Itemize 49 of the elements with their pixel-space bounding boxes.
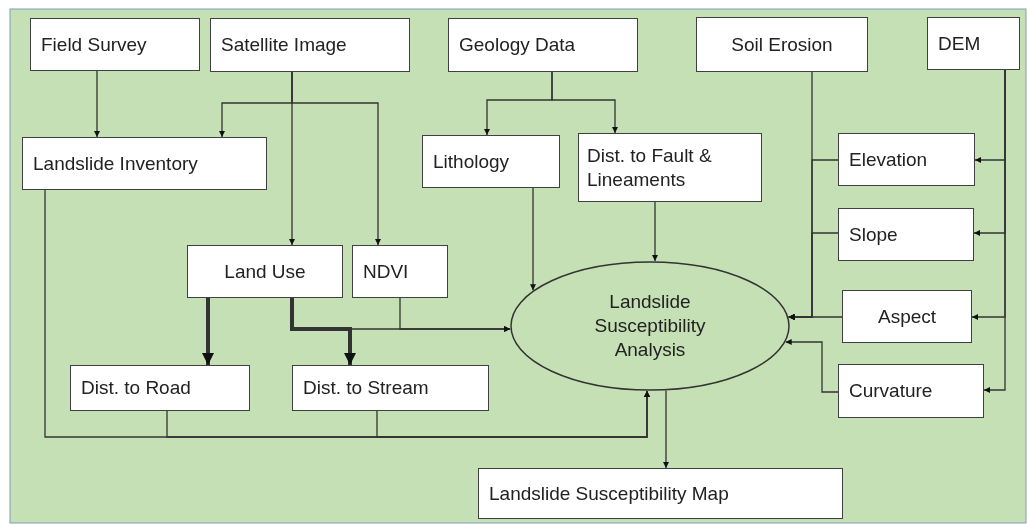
process-box [927,17,1020,70]
process-box [22,137,267,190]
process-box [578,133,762,202]
process-box [422,135,560,188]
node-label: Satellite Image [221,33,347,57]
node-label: Geology Data [459,33,576,57]
arrow [399,297,511,332]
arrow [652,201,658,262]
node-label: Land Use [224,259,306,284]
process-box [842,290,972,343]
node-label: Landslide Susceptibility Analysis [593,290,707,362]
arrow [291,71,381,246]
node-label: Aspect [877,304,937,329]
node-label: Lithology [433,149,510,174]
node-label: Curvature [849,379,933,403]
node-label: Slope [849,222,898,247]
node-label: Dist. to Fault & Lineaments [587,143,713,192]
process-ellipse [510,261,790,391]
node-label: Elevation [849,147,928,172]
process-box [696,17,868,72]
process-box [448,18,638,72]
node-label: Soil Erosion [731,32,833,57]
process-box [30,18,200,71]
arrow [983,69,1006,393]
node-label: NDVI [363,259,409,284]
node-label: Landslide Inventory [33,151,198,176]
process-box [838,133,975,186]
arrow [202,298,214,365]
arrow [376,390,650,438]
process-box [292,365,489,411]
process-box [352,245,448,298]
arrow [785,339,839,393]
process-box [838,364,984,418]
process-box [838,208,974,261]
node-label: Dist. to Stream [303,376,429,400]
node-label: DEM [938,31,981,56]
arrow [663,389,669,469]
process-box [187,245,343,298]
arrow [551,71,618,134]
arrow [530,187,536,291]
node-label: Dist. to Road [81,376,191,400]
process-box [478,468,843,519]
arrow [94,70,100,138]
arrow [788,314,843,320]
process-box [70,365,250,411]
process-box [210,18,410,72]
node-label: Landslide Susceptibility Map [489,481,729,506]
node-label: Field Survey [41,32,147,57]
arrow [290,298,356,365]
